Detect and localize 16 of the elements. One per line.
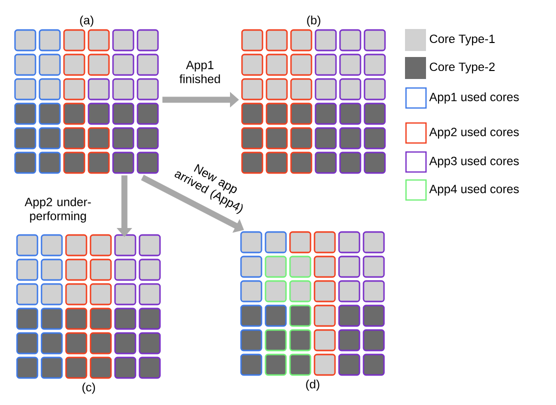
grid-label: (b)	[307, 16, 320, 27]
legend-label: App4 used cores	[429, 184, 519, 196]
grid-label: (d)	[306, 380, 320, 391]
edge-label: App1 finished	[172, 60, 228, 84]
legend-label: App1 used cores	[429, 92, 519, 104]
legend-label: App2 used cores	[429, 127, 519, 139]
grid-label: (c)	[82, 382, 95, 394]
grid-label: (a)	[80, 16, 94, 27]
core-grid	[14, 16, 159, 174]
legend-label: Core Type-1	[430, 34, 495, 46]
core-grid	[241, 16, 386, 174]
legend-label: App3 used cores	[429, 156, 519, 168]
core-grid	[16, 234, 161, 394]
edge-label: App2 under-performing	[17, 196, 99, 224]
legend-label: Core Type-2	[430, 62, 495, 74]
core-grid	[240, 231, 385, 391]
